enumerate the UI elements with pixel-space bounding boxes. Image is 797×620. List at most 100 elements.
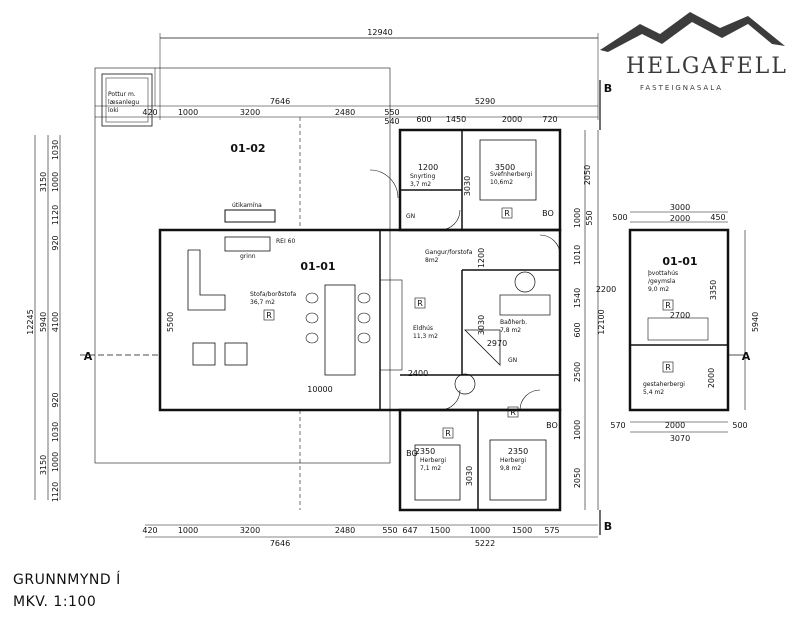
dim-bottom-left: 7646 — [270, 539, 290, 548]
room-gangur-area: 8m2 — [425, 257, 439, 264]
dim-total: 12940 — [367, 28, 392, 37]
mountain-logo-icon — [600, 12, 785, 52]
radiator-mark: R — [665, 301, 671, 310]
dim-r8: 1000 — [573, 420, 582, 440]
brand-logo: HELGAFELL FASTEIGNASALA — [600, 6, 788, 96]
dim-annex-top: 3000 — [670, 203, 690, 212]
unit-0101-label: 01-01 — [300, 260, 335, 273]
dim-l3: 1000 — [51, 172, 60, 192]
unit-0102-label: 01-02 — [230, 142, 265, 155]
dim-b3: 3200 — [240, 526, 260, 535]
dim-inner-10000: 10000 — [307, 385, 332, 394]
dim-b7: 1500 — [430, 526, 450, 535]
room-svefn-area: 10,6m2 — [490, 179, 513, 186]
dim-t5: 550 — [384, 108, 399, 117]
hot-tub-label-2: læsanlegu — [108, 99, 139, 106]
dim-inner-1200b: 1200 — [477, 248, 486, 268]
dim-l11: 1000 — [51, 452, 60, 472]
radiator-mark: R — [504, 209, 510, 218]
dim-t6: 600 — [416, 115, 431, 124]
brand-tagline: FASTEIGNASALA — [640, 84, 724, 92]
room-gestaherb-area: 5,4 m2 — [643, 389, 664, 396]
dim-inner-1200a: 1200 — [418, 163, 438, 172]
egress-window-mark: BO — [546, 421, 558, 430]
dim-annex-h: 5940 — [751, 312, 760, 332]
dim-top-left: 7646 — [270, 97, 290, 106]
dim-l7: 4100 — [51, 312, 60, 332]
dim-l9: 3150 — [39, 455, 48, 475]
dim-b10: 575 — [544, 526, 559, 535]
dim-b6: 647 — [402, 526, 417, 535]
dim-annex-b2: 2000 — [665, 421, 685, 430]
fire-rating-label: REI 60 — [276, 238, 295, 245]
dim-b8: 1000 — [470, 526, 490, 535]
dim-right-total: 12100 — [597, 309, 606, 334]
egress-window-mark: BO — [406, 449, 418, 458]
radiator-mark: R — [665, 363, 671, 372]
room-thvottahus-area: 9,0 m2 — [648, 286, 669, 293]
room-herb1-area: 7,1 m2 — [420, 465, 441, 472]
dim-l4: 1120 — [51, 205, 60, 225]
dim-left-total: 12245 — [26, 309, 35, 334]
dim-r4: 1010 — [573, 245, 582, 265]
dim-l2: 1030 — [51, 140, 60, 160]
plan-title: GRUNNMYND Í — [13, 572, 121, 588]
room-herb2-area: 9,8 m2 — [500, 465, 521, 472]
room-herb2-name: Herbergi — [500, 457, 526, 464]
room-snyrting-area: 3,7 m2 — [410, 181, 431, 188]
room-thvottahus-name2: /geymsla — [648, 278, 676, 285]
dim-annex-b3: 500 — [732, 421, 747, 430]
dim-t9: 720 — [542, 115, 557, 124]
dim-b1: 420 — [142, 526, 157, 535]
dim-inner-5500: 5500 — [166, 312, 175, 332]
dim-inner-3500: 3500 — [495, 163, 515, 172]
dim-l6: 5940 — [39, 312, 48, 332]
dim-inner-3030a: 3030 — [463, 176, 472, 196]
dim-annex-right: 450 — [710, 213, 725, 222]
dim-t3: 3200 — [240, 108, 260, 117]
plan-scale: MKV. 1:100 — [13, 594, 97, 610]
dim-r2: 550 — [585, 210, 594, 225]
unit-0101b-label: 01-01 — [662, 255, 697, 268]
dim-r1: 2050 — [583, 165, 592, 185]
egress-window-mark: BO — [542, 209, 554, 218]
dim-bottom-right: 5222 — [475, 539, 495, 548]
brand-name: HELGAFELL — [626, 54, 788, 79]
radiator-mark: R — [266, 311, 272, 320]
room-gangur-name: Gangur/forstofa — [425, 249, 473, 256]
dim-inner-2350a: 2350 — [415, 447, 435, 456]
dim-r3: 1000 — [573, 208, 582, 228]
room-stofa-name: Stofa/borðstofa — [250, 291, 297, 298]
dim-annex-top2: 2000 — [670, 214, 690, 223]
radiator-mark: R — [510, 408, 516, 417]
dim-r6: 600 — [573, 322, 582, 337]
dim-inner-2350b: 2350 — [508, 447, 528, 456]
dim-b4: 2480 — [335, 526, 355, 535]
dim-inner-2400: 2400 — [408, 369, 428, 378]
grill-label: grinn — [240, 253, 256, 260]
dim-t7: 1450 — [446, 115, 466, 124]
room-svefn-name: Svefnherbergi — [490, 171, 533, 178]
dim-b9: 1500 — [512, 526, 532, 535]
dim-l1: 3150 — [39, 172, 48, 192]
dim-inner-3030c: 3030 — [465, 466, 474, 486]
dim-b5: 550 — [382, 526, 397, 535]
dim-r7: 2500 — [573, 362, 582, 382]
dim-inner-2970: 2970 — [487, 339, 507, 348]
dim-l12: 1120 — [51, 482, 60, 502]
dim-annex-bottom: 3070 — [670, 434, 690, 443]
dim-l8: 920 — [51, 392, 60, 407]
radiator-mark: R — [417, 299, 423, 308]
dim-annex-left: 500 — [612, 213, 627, 222]
dim-top-right: 5290 — [475, 97, 495, 106]
dim-inner-3030b: 3030 — [477, 315, 486, 335]
section-a-right: A — [742, 350, 751, 363]
room-snyrting-name: Snyrting — [410, 173, 435, 180]
room-eldhus-name: Eldhús — [413, 325, 433, 332]
outdoor-fireplace-label: útikamína — [232, 202, 262, 209]
dim-r5: 1540 — [573, 288, 582, 308]
dim-t2: 1000 — [178, 108, 198, 117]
dim-t1: 420 — [142, 108, 157, 117]
dim-annex-inner: 3350 — [709, 280, 718, 300]
